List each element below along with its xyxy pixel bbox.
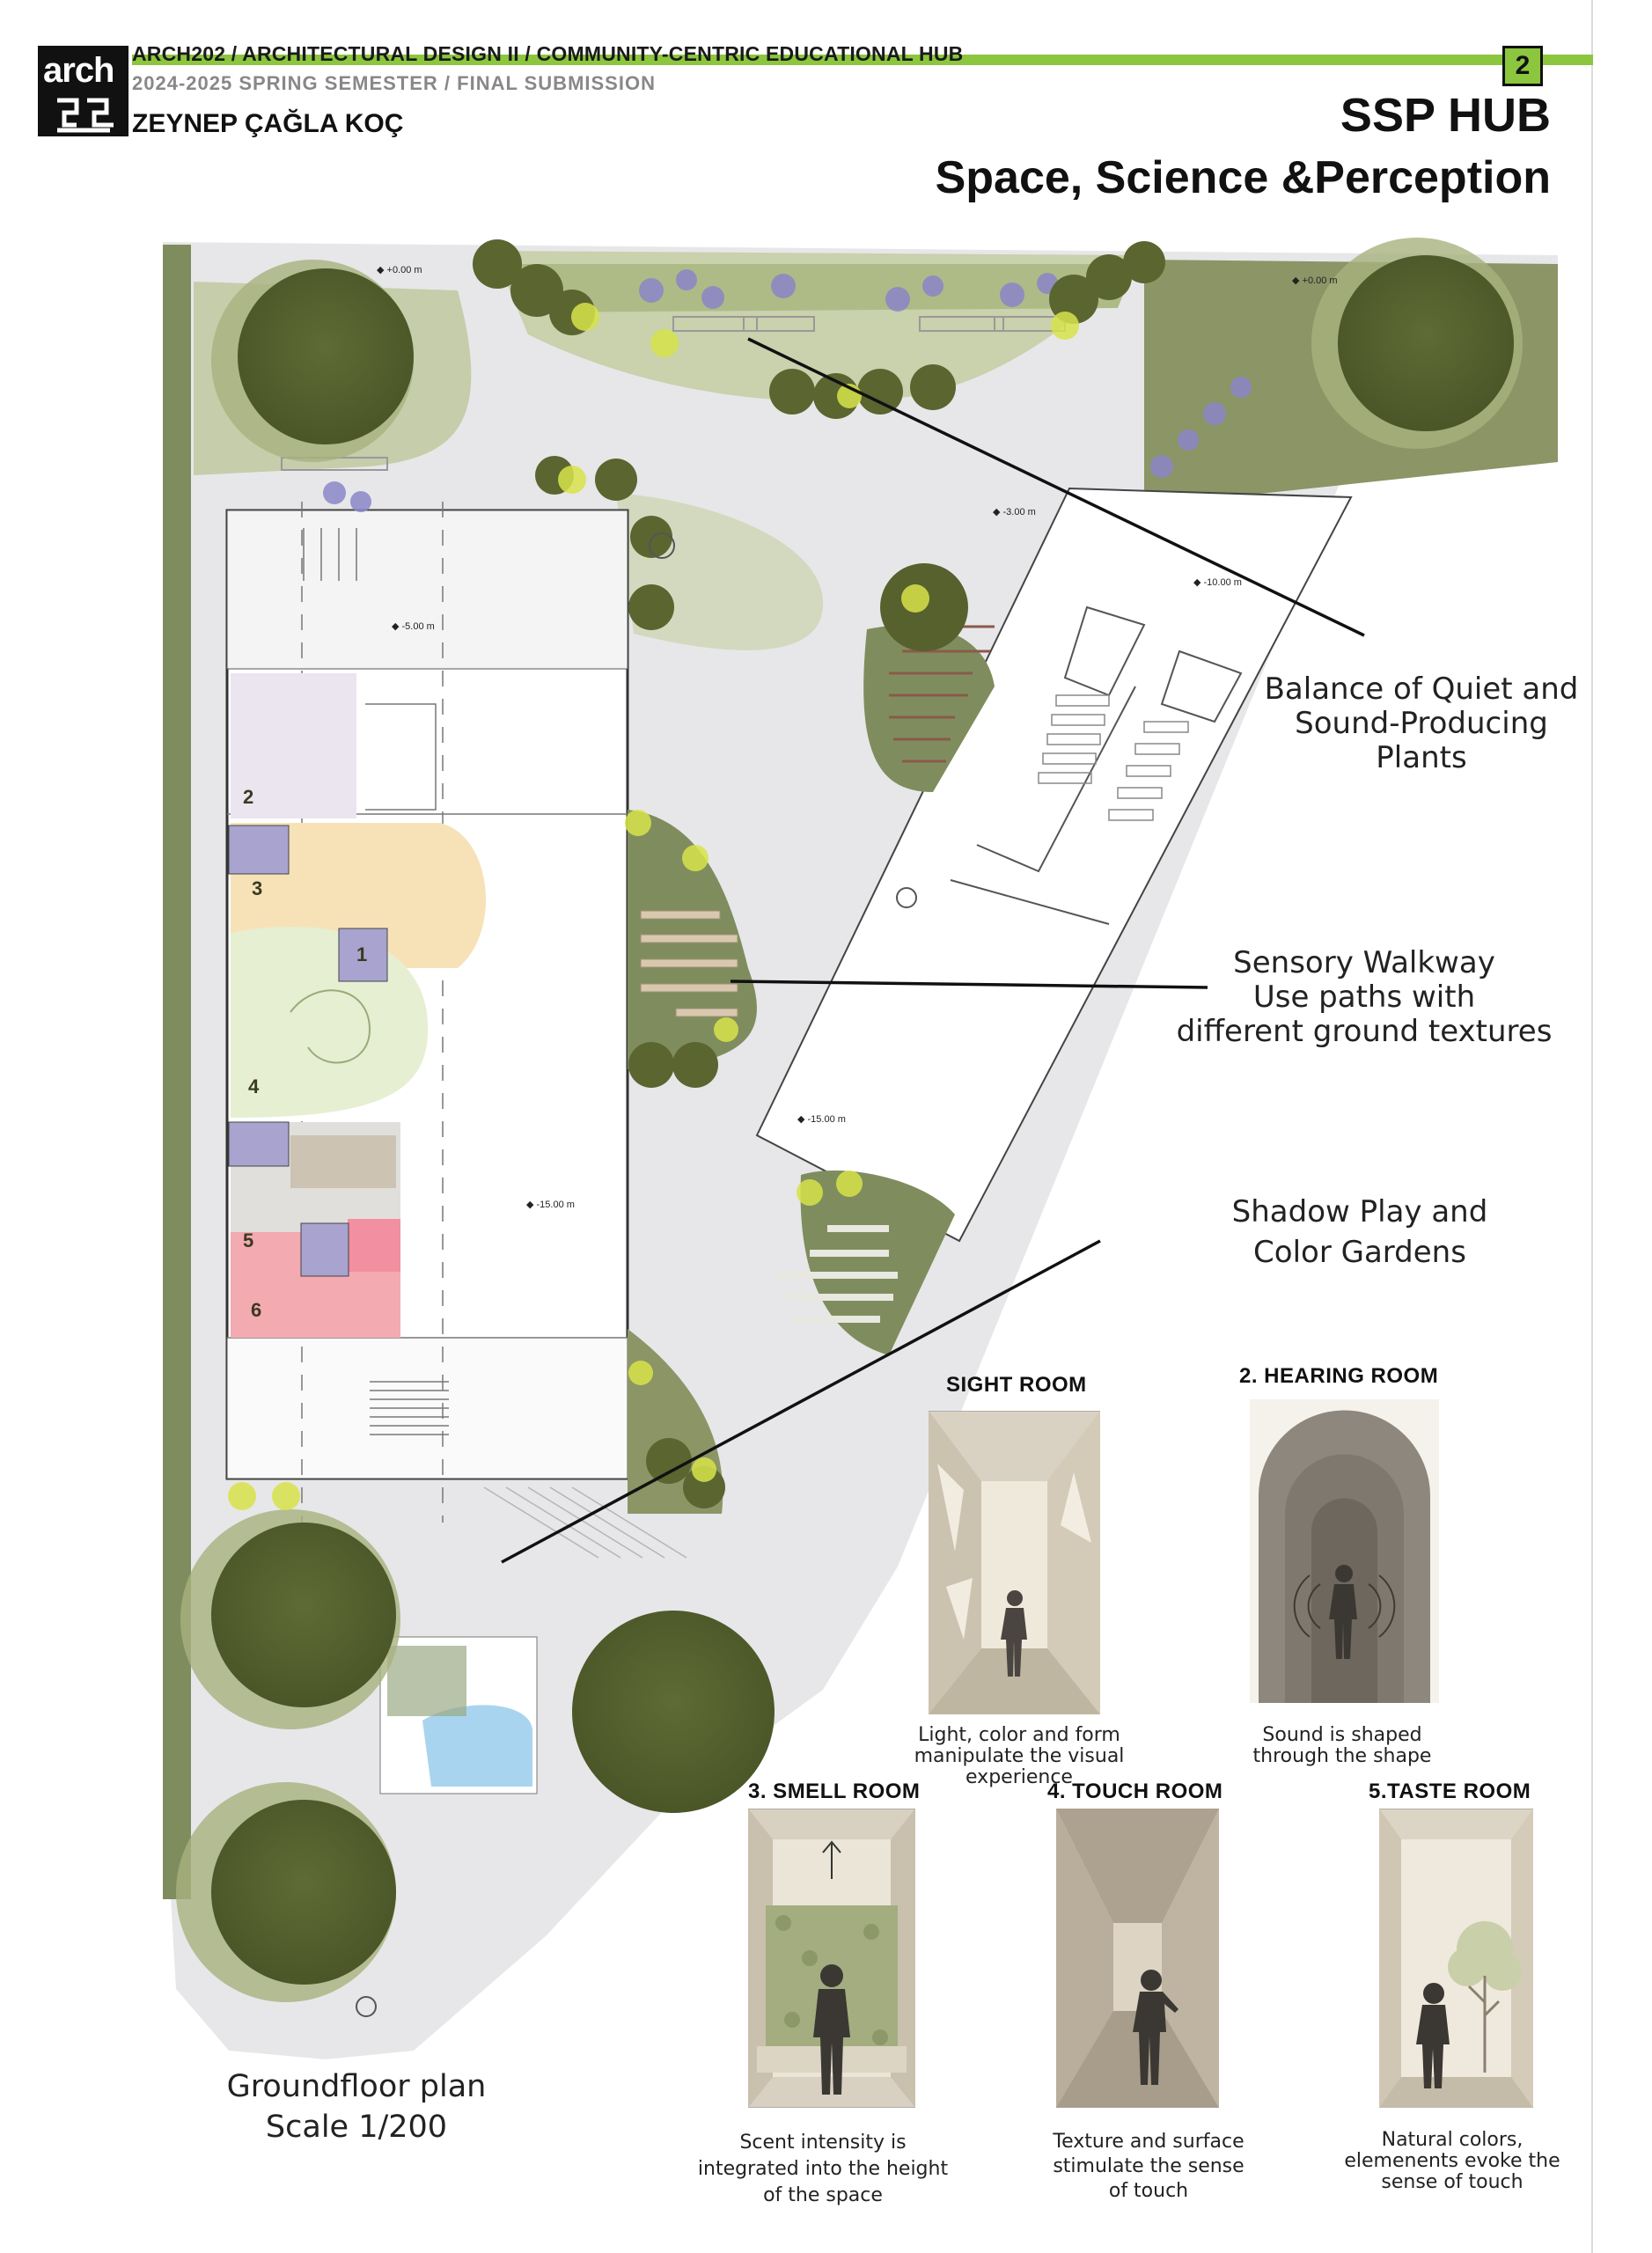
hearing-room-illustration	[1250, 1399, 1439, 1703]
plan-scale-label: Groundfloor plan Scale 1/200	[226, 2069, 487, 2145]
elevation-marker: ◆ -3.00 m	[993, 507, 1036, 517]
north-bed	[502, 264, 1135, 312]
zone-2-area	[231, 673, 356, 818]
zone-number: 2	[243, 786, 254, 808]
course-title: ARCH202 / ARCHITECTURAL DESIGN II / COMM…	[132, 42, 964, 65]
elevation-marker: ◆ -15.00 m	[526, 1200, 575, 1210]
zone-number: 1	[356, 943, 368, 965]
elevation-marker: ◆ -5.00 m	[392, 621, 435, 632]
room-block	[228, 825, 290, 875]
room-block	[300, 1222, 349, 1277]
page-number-badge: 2	[1502, 46, 1543, 86]
arch-logo: arch	[38, 46, 128, 136]
amphitheater-lawn	[863, 625, 995, 792]
sight-room-illustration	[929, 1411, 1100, 1714]
room-title-touch: 4. TOUCH ROOM	[1047, 1780, 1223, 1803]
room-caption-taste: Natural colors, elemenents evoke the sen…	[1344, 2129, 1560, 2193]
zone-number: 4	[248, 1075, 260, 1097]
elevation-marker: ◆ +0.00 m	[377, 265, 422, 275]
annotation-quiet-plants: Balance of Quiet and Sound-Producing Pla…	[1264, 671, 1579, 775]
logo-text: arch	[43, 51, 114, 90]
room-title-hearing: 2. HEARING ROOM	[1239, 1364, 1439, 1388]
touch-room-illustration	[1056, 1809, 1219, 2108]
author-name: ZEYNEP ÇAĞLA KOÇ	[132, 109, 404, 138]
tree-canopies	[176, 238, 1523, 2002]
semester-label: 2024-2025 SPRING SEMESTER / FINAL SUBMIS…	[132, 72, 656, 94]
elevation-marker: ◆ -15.00 m	[797, 1114, 846, 1125]
room-block	[338, 928, 388, 982]
leader-quiet-plants	[747, 337, 1365, 637]
room-caption-smell: Scent intensity is integrated into the h…	[697, 2132, 949, 2206]
room-title-smell: 3. SMELL ROOM	[748, 1780, 921, 1803]
room-caption-sight: Light, color and form manipulate the vis…	[914, 1724, 1125, 1788]
room-caption-touch: Texture and surface stimulate the sense …	[1053, 2131, 1245, 2202]
room-title-sight: SIGHT ROOM	[946, 1373, 1087, 1397]
elevation-marker: ◆ +0.00 m	[1292, 275, 1338, 286]
room-title-taste: 5.TASTE ROOM	[1369, 1780, 1531, 1803]
annotation-sensory-walkway: Sensory Walkway Use paths with different…	[1176, 945, 1553, 1049]
zone-number: 3	[252, 877, 263, 899]
smell-room-illustration	[748, 1809, 915, 2108]
elevation-marker: ◆ -10.00 m	[1193, 577, 1242, 588]
color-garden-lawn	[800, 1171, 955, 1355]
project-subtitle: Space, Science &Perception	[935, 152, 1551, 203]
annotation-shadow-play: Shadow Play and Color Gardens	[1231, 1194, 1488, 1270]
leader-sensory-walkway	[730, 980, 1208, 989]
zone-number: 6	[251, 1299, 262, 1321]
page-edge-rule	[1591, 0, 1593, 2253]
annex-building	[755, 487, 1353, 1243]
taste-room-illustration	[1379, 1809, 1533, 2108]
project-title: SSP HUB	[1340, 89, 1551, 142]
header-accent-bar	[132, 55, 1593, 65]
leader-shadow-play	[501, 1239, 1101, 1564]
zone-number: 5	[243, 1229, 254, 1251]
room-block	[228, 1121, 290, 1167]
logo-glyph-icon	[57, 98, 114, 133]
building-north-core	[226, 510, 628, 670]
room-caption-hearing: Sound is shaped through the shape	[1252, 1724, 1432, 1767]
